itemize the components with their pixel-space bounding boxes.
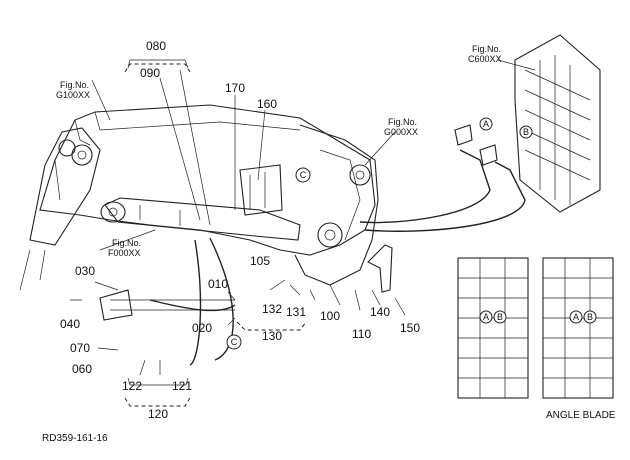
callout-100: 100: [320, 309, 340, 323]
svg-text:F000XX: F000XX: [108, 248, 141, 258]
svg-text:A: A: [573, 312, 579, 322]
svg-text:B: B: [587, 312, 593, 322]
callout-070: 070: [70, 341, 90, 355]
svg-text:B: B: [523, 127, 529, 137]
callout-090: 090: [140, 66, 160, 80]
svg-text:G100XX: G100XX: [56, 90, 90, 100]
drawing-code: RD359-161-16: [42, 433, 108, 444]
callout-150: 150: [400, 321, 420, 335]
callout-080: 080: [146, 39, 166, 53]
svg-text:A: A: [483, 312, 489, 322]
callout-140: 140: [370, 305, 390, 319]
valve-block-left: [457, 257, 529, 399]
svg-text:A: A: [483, 119, 489, 129]
svg-text:Fig.No.: Fig.No.: [388, 117, 417, 127]
svg-text:C: C: [300, 170, 307, 180]
circle-label-a-top: A: [479, 117, 493, 131]
svg-text:Fig.No.: Fig.No.: [472, 44, 501, 54]
callout-030: 030: [75, 264, 95, 278]
circle-label-b-right-block: B: [583, 310, 597, 324]
callout-131: 131: [286, 305, 306, 319]
callout-105: 105: [250, 254, 270, 268]
callout-010: 010: [208, 277, 228, 291]
hose-lines: [99, 149, 526, 366]
fig-ref-f000xx: Fig.No. F000XX: [108, 238, 141, 258]
callout-020: 020: [192, 321, 212, 335]
svg-text:C600XX: C600XX: [468, 54, 502, 64]
svg-text:Fig.No.: Fig.No.: [60, 80, 89, 90]
circle-label-c-frame: C: [295, 167, 311, 183]
callout-170: 170: [225, 81, 245, 95]
fig-ref-g000xx: Fig.No. G000XX: [384, 117, 418, 137]
callout-060: 060: [72, 362, 92, 376]
circle-label-a-left-block: A: [479, 310, 493, 324]
valve-block-right: [542, 257, 614, 399]
circle-label-c-fitting: C: [226, 334, 242, 350]
fig-ref-c600xx: Fig.No. C600XX: [468, 44, 502, 64]
callout-110: 110: [352, 327, 371, 341]
callout-130: 130: [262, 329, 282, 343]
fig-ref-g100xx: Fig.No. G100XX: [56, 80, 90, 100]
callout-labels: 080 090 170 160 030 040 070 060 010 020 …: [60, 39, 420, 421]
circle-label-a-right-block: A: [569, 310, 583, 324]
callout-120: 120: [148, 407, 168, 421]
svg-text:Fig.No.: Fig.No.: [112, 238, 141, 248]
group-dashes: [124, 63, 307, 407]
svg-text:B: B: [497, 312, 503, 322]
callout-132: 132: [262, 302, 282, 316]
angle-blade-caption: ANGLE BLADE: [546, 410, 616, 421]
circle-label-b-top: B: [519, 125, 533, 139]
svg-text:G000XX: G000XX: [384, 127, 418, 137]
callout-160: 160: [257, 97, 277, 111]
boom-arm-drawing: [19, 104, 393, 293]
callout-121: 121: [172, 379, 192, 393]
callout-040: 040: [60, 317, 80, 331]
leader-lines: [70, 59, 536, 386]
circle-label-b-left-block: B: [493, 310, 507, 324]
callout-122: 122: [122, 379, 142, 393]
control-valve-drawing: [454, 34, 601, 213]
svg-text:C: C: [231, 337, 238, 347]
